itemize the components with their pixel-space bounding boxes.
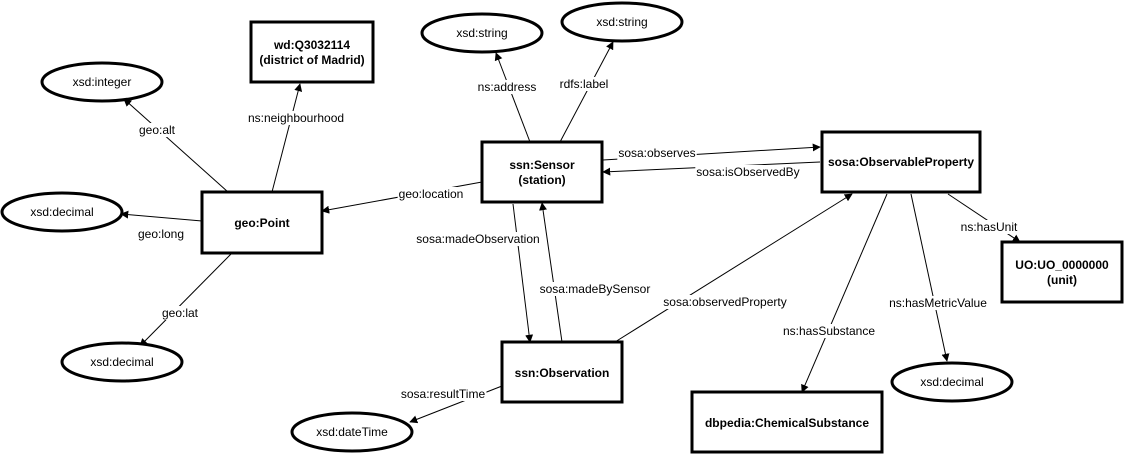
edge-label-geo-alt: geo:alt [139,123,176,137]
literal-integer[interactable]: xsd:integer [40,61,164,103]
literal-string-address[interactable]: xsd:string [420,12,544,54]
edge-label-background [558,77,610,91]
edge-ns-neighbourhood-line [271,83,303,193]
edge-label-background [246,111,346,125]
edge-label-ns-hassubstance: ns:hasSubstance [783,324,875,338]
node-district[interactable]: wd:Q3032114 (district of Madrid) [249,20,375,84]
edge-label-background [160,306,200,320]
node-district-line-2: (district of Madrid) [259,53,364,67]
edge-labels: geo:alt geo:long geo:lat ns:neighbourhoo… [136,77,1020,401]
literal-string-address-label: xsd:string [456,26,507,40]
edge-label-ns-hasunit: ns:hasUnit [961,220,1018,234]
edge-label-sosa-observes: sosa:observes [618,146,695,160]
edge-label-background [662,295,788,309]
node-point[interactable]: geo:Point [200,190,324,255]
node-chemical-substance-label: dbpedia:ChemicalSubstance [705,416,869,430]
literal-datetime-label: xsd:dateTime [316,425,388,439]
edge-sosa-resulttime-line [409,385,503,424]
edge-geo-lat-line [139,253,232,347]
node-observation[interactable]: ssn:Observation [500,340,624,404]
edge-label-background [617,146,697,160]
node-point-label: geo:Point [234,216,289,230]
edge-label-background [781,324,877,338]
edge-label-sosa-resulttime: sosa:resultTime [401,387,486,401]
edge-label-background [397,187,465,201]
edge-label-background [476,80,538,94]
edge-sosa-madeobservation-line [512,203,534,343]
node-sensor[interactable]: ssn:Sensor (station) [480,140,604,204]
literal-decimal-lat[interactable]: xsd:decimal [60,341,184,383]
edge-label-ns-hasmetricvalue: ns:hasMetricValue [889,296,987,310]
edge-label-background [137,123,177,137]
edge-label-background [136,227,186,241]
literal-string-label[interactable]: xsd:string [560,1,684,43]
literal-decimal-long-label: xsd:decimal [30,205,93,219]
edge-ns-hasmetricvalue-line [910,193,950,362]
literal-decimal-long[interactable]: xsd:decimal [0,191,124,233]
literal-string-label-label: xsd:string [596,15,647,29]
edge-label-background [888,296,989,310]
literal-integer-label: xsd:integer [73,75,132,89]
edge-label-background [959,220,1020,234]
edge-sosa-madebysensor-line [539,202,563,343]
edge-geo-alt-line [123,98,229,193]
edge-label-sosa-madebysensor: sosa:madeBySensor [540,282,651,296]
edge-label-geo-location: geo:location [399,187,464,201]
node-unit-line-1: UO:UO_0000000 [1015,258,1109,272]
edge-label-geo-lat: geo:lat [162,306,199,320]
node-observable-property-label: sosa:ObservableProperty [828,155,974,169]
node-district-line-1: wd:Q3032114 [273,38,350,52]
node-unit-line-2: (unit) [1047,273,1077,287]
edge-ns-hasunit-line [947,193,1021,243]
literal-decimal-metric-label: xsd:decimal [920,375,983,389]
edge-label-ns-address: ns:address [478,80,537,94]
node-observation-label: ssn:Observation [515,366,610,380]
edge-label-rdfs-label: rdfs:label [560,77,609,91]
node-sensor-line-2: (station) [518,173,565,187]
literal-datetime[interactable]: xsd:dateTime [290,411,414,453]
edge-label-sosa-observedproperty: sosa:observedProperty [663,295,786,309]
edge-label-background [538,282,652,296]
node-unit[interactable]: UO:UO_0000000 (unit) [1000,240,1124,304]
node-sensor-line-1: ssn:Sensor [509,158,575,172]
edge-sosa-observedproperty-line [614,193,853,343]
literal-decimal-metric[interactable]: xsd:decimal [890,361,1014,403]
edge-label-sosa-madeobservation: sosa:madeObservation [416,232,539,246]
edge-geo-long-line [120,210,203,222]
edge-ns-hassubstance-line [801,193,888,393]
literal-decimal-lat-label: xsd:decimal [90,355,153,369]
edge-label-background [399,387,487,401]
node-observable-property[interactable]: sosa:ObservableProperty [820,130,982,194]
edge-ns-address-line [494,52,531,143]
edge-label-ns-neighbourhood: ns:neighbourhood [248,111,344,125]
edge-label-geo-long: geo:long [138,227,184,241]
edge-label-background [415,232,541,246]
edge-label-background [695,165,801,179]
edge-rdfs-label-line [559,41,614,143]
node-chemical-substance[interactable]: dbpedia:ChemicalSubstance [690,390,884,454]
edge-label-sosa-isobservedby: sosa:isObservedBy [696,165,799,179]
